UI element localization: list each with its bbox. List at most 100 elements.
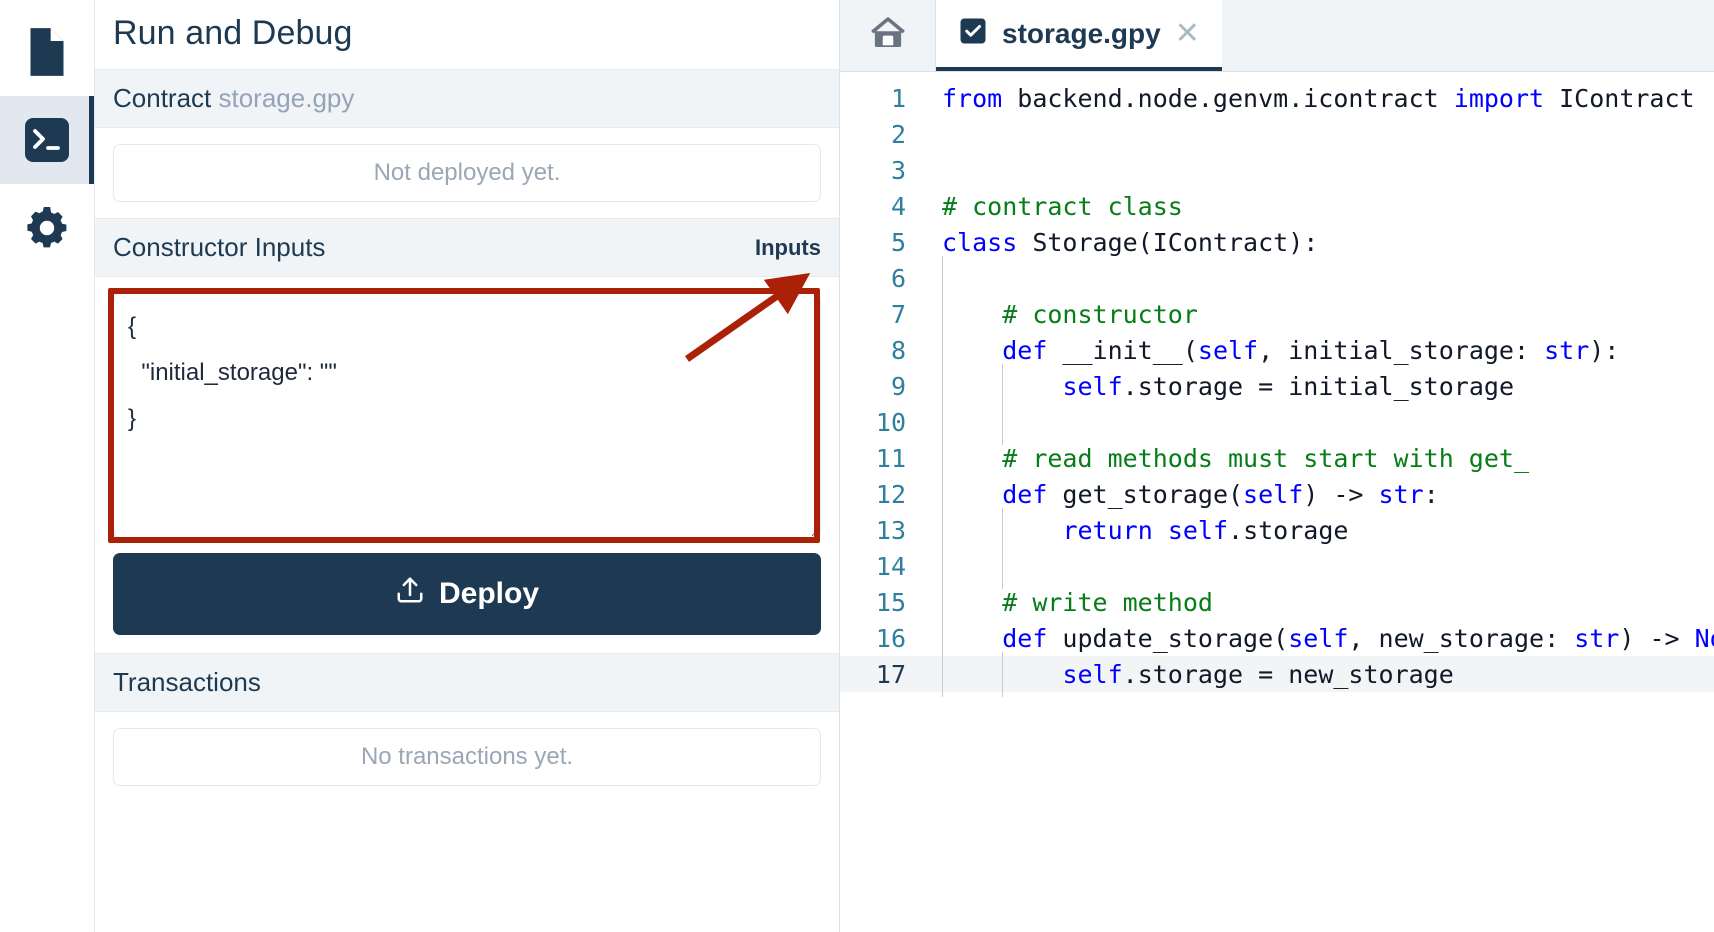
indent-guide (1002, 507, 1062, 553)
deploy-button[interactable]: Deploy (113, 553, 821, 635)
editor-tabbar: storage.gpy ✕ (840, 0, 1714, 72)
indent-guide (942, 651, 1002, 697)
code-token: def (1002, 335, 1048, 365)
indent-guide (942, 255, 1002, 301)
run-and-debug-panel: Run and Debug Contract storage.gpy Not d… (95, 0, 840, 932)
line-number: 17 (875, 659, 906, 689)
line-number: 4 (890, 191, 906, 221)
code-token: ): (1589, 335, 1620, 365)
line-number: 11 (875, 443, 906, 473)
code-token (1153, 516, 1168, 545)
rail-item-files[interactable] (0, 8, 94, 96)
code-line[interactable]: 13 return self.storage (840, 507, 1714, 553)
code-token: str (1574, 623, 1620, 653)
transactions-body: No transactions yet. (95, 712, 839, 802)
code-token: IContract (1544, 83, 1695, 113)
indent-guide (942, 579, 1002, 625)
indent-guide (1002, 543, 1062, 589)
code-token: self (1197, 335, 1259, 365)
code-text: # write method (920, 579, 1213, 625)
code-token: from (942, 83, 1003, 113)
transactions-heading: Transactions (113, 667, 261, 697)
code-token: str (1544, 335, 1590, 365)
indent-guide (942, 543, 1002, 589)
deployment-status-box: Not deployed yet. (113, 144, 821, 202)
activity-rail (0, 0, 95, 932)
code-line[interactable]: 14 (840, 543, 1714, 589)
code-line[interactable]: 11 # read methods must start with get_ (840, 435, 1714, 481)
code-line[interactable]: 3 (840, 152, 1714, 188)
file-check-icon (958, 16, 988, 51)
code-text (920, 399, 1062, 445)
line-number: 13 (875, 515, 906, 545)
indent-guide (1002, 363, 1062, 409)
code-token: backend.node.genvm.icontract (1002, 83, 1454, 113)
code-token: self (1062, 659, 1123, 689)
line-number: 2 (890, 119, 906, 149)
code-line[interactable]: 6 (840, 255, 1714, 301)
indent-guide (1002, 651, 1062, 697)
indent-guide (942, 327, 1002, 373)
code-text: self.storage = initial_storage (920, 363, 1514, 409)
tab-label: storage.gpy (1002, 17, 1161, 49)
code-token: str (1378, 479, 1424, 509)
code-text: class Storage(IContract): (920, 228, 1318, 257)
line-number: 1 (890, 83, 906, 113)
rail-item-run-and-debug[interactable] (0, 96, 94, 184)
code-line[interactable]: 10 (840, 399, 1714, 445)
code-text (920, 543, 1062, 589)
contract-section-header: Contract storage.gpy (95, 69, 839, 128)
rail-item-settings[interactable] (0, 184, 94, 272)
home-tab[interactable] (840, 0, 936, 71)
line-number: 10 (875, 407, 906, 437)
code-text: # contract class (920, 192, 1183, 221)
code-token: get_storage( (1047, 479, 1244, 509)
contract-file-name: storage.gpy (218, 83, 355, 113)
code-line[interactable]: 15 # write method (840, 579, 1714, 625)
code-line[interactable]: 9 self.storage = initial_storage (840, 363, 1714, 409)
code-token: def (1002, 623, 1048, 653)
code-token: def (1002, 479, 1048, 509)
indent-guide (942, 471, 1002, 517)
code-line[interactable]: 7 # constructor (840, 291, 1714, 337)
code-line[interactable]: 8 def __init__(self, initial_storage: st… (840, 327, 1714, 373)
code-line[interactable]: 5 class Storage(IContract): (840, 224, 1714, 260)
code-token: Storage(IContract): (1017, 227, 1319, 257)
code-token: self (1062, 371, 1123, 401)
deploy-button-label: Deploy (438, 577, 540, 610)
indent-guide (942, 615, 1002, 661)
code-text: return self.storage (920, 507, 1349, 553)
tab-storage-gpy[interactable]: storage.gpy ✕ (936, 0, 1222, 71)
code-token: # read methods must start with get_ (1002, 443, 1530, 473)
code-text: self.storage = new_storage (920, 651, 1454, 697)
code-token: , initial_storage: (1258, 335, 1545, 365)
code-line[interactable]: 12 def get_storage(self) -> str: (840, 471, 1714, 517)
code-token: self (1288, 623, 1349, 653)
file-icon (25, 26, 69, 78)
close-icon[interactable]: ✕ (1174, 16, 1200, 50)
code-text: def get_storage(self) -> str: (920, 471, 1439, 517)
code-text: def __init__(self, initial_storage: str)… (920, 327, 1620, 373)
code-line[interactable]: 2 (840, 116, 1714, 152)
inputs-annotation-label: Inputs (755, 234, 821, 260)
code-token: # write method (1002, 587, 1213, 617)
code-token: class (942, 227, 1018, 257)
code-line[interactable]: 17 self.storage = new_storage (840, 651, 1714, 697)
code-token: .storage = initial_storage (1122, 371, 1514, 401)
code-line[interactable]: 4 # contract class (840, 188, 1714, 224)
deployment-status-body: Not deployed yet. (95, 128, 839, 218)
code-token: , new_storage: (1348, 623, 1575, 653)
constructor-inputs-textarea[interactable] (113, 293, 821, 538)
home-icon (867, 12, 909, 59)
constructor-inputs-area (95, 272, 839, 543)
line-number: 12 (875, 479, 906, 509)
code-text: # read methods must start with get_ (920, 435, 1530, 481)
code-token: .storage (1228, 515, 1349, 545)
indent-guide (1002, 399, 1062, 445)
code-line[interactable]: 16 def update_storage(self, new_storage:… (840, 615, 1714, 661)
code-token: .storage = new_storage (1122, 659, 1454, 689)
line-number: 5 (890, 227, 906, 257)
